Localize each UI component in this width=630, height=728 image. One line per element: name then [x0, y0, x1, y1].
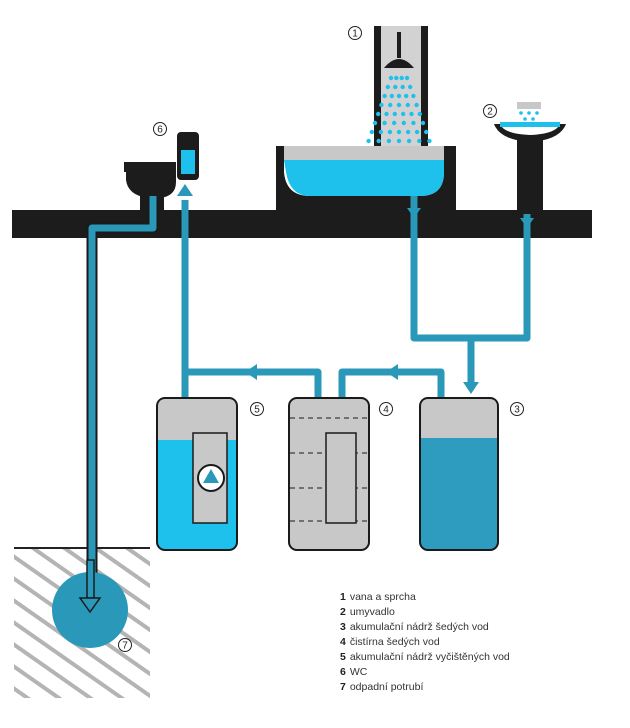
- water-drop: [392, 111, 397, 117]
- marker-7: 7: [118, 638, 132, 652]
- water-drop: [527, 111, 531, 115]
- marker-5: 5: [250, 402, 264, 416]
- water-drop: [378, 129, 384, 135]
- water-drop: [392, 120, 397, 126]
- water-drop: [401, 120, 406, 126]
- svg-text:5: 5: [254, 405, 260, 416]
- washbasin-icon: [494, 102, 566, 214]
- water-drop: [400, 84, 405, 90]
- water-drop: [399, 75, 404, 81]
- water-drop: [389, 93, 394, 99]
- water-drop: [417, 138, 422, 144]
- treatment-plant: [288, 397, 370, 551]
- wc-cistern: [177, 132, 199, 180]
- water-drop: [405, 129, 411, 135]
- water-drop: [411, 93, 416, 99]
- water-drop: [405, 102, 410, 108]
- water-drop: [396, 129, 402, 135]
- marker-2: 2: [483, 104, 497, 118]
- pipes: [86, 196, 531, 592]
- water-drop: [369, 129, 374, 135]
- water-drop: [411, 120, 416, 126]
- water-drop: [427, 138, 432, 144]
- water-drop: [396, 138, 402, 144]
- svg-text:2: 2: [487, 107, 493, 118]
- svg-text:4: 4: [383, 405, 389, 416]
- water-drop: [366, 138, 371, 144]
- number-markers: 1 2 3 4 5 6 7: [118, 26, 524, 652]
- shower-head-icon: [384, 32, 414, 68]
- water-drop: [376, 111, 381, 117]
- water-drop: [388, 102, 393, 108]
- water-drop: [519, 111, 523, 115]
- water-drop: [379, 102, 384, 108]
- sewer-icon: [52, 559, 128, 648]
- water-drop: [385, 84, 390, 90]
- water-drop: [404, 75, 410, 81]
- water-drop: [404, 93, 409, 99]
- marker-1: 1: [348, 26, 362, 40]
- marker-4: 4: [379, 402, 393, 416]
- marker-3: 3: [510, 402, 524, 416]
- water-drop: [408, 84, 413, 90]
- water-drop: [372, 120, 378, 126]
- svg-text:1: 1: [352, 29, 358, 40]
- water-drop: [387, 129, 393, 135]
- clean-water-tank: [156, 397, 238, 551]
- water-drop: [382, 93, 387, 99]
- water-drop: [409, 111, 414, 117]
- water-drop: [406, 138, 412, 144]
- water-drop: [384, 111, 389, 117]
- water-drop: [396, 93, 402, 99]
- water-drop: [523, 117, 527, 121]
- water-drop: [376, 138, 381, 144]
- flow-arrows: [177, 184, 534, 394]
- water-drop: [401, 111, 406, 117]
- water-drop: [414, 102, 419, 108]
- water-drop: [393, 84, 398, 90]
- svg-text:7: 7: [122, 641, 128, 652]
- bathtub-icon: [276, 146, 456, 214]
- svg-text:6: 6: [157, 125, 163, 136]
- water-drop: [386, 138, 392, 144]
- svg-text:3: 3: [514, 405, 520, 416]
- grey-water-tank: [419, 397, 499, 551]
- pump-icon: [197, 464, 225, 492]
- water-drop: [396, 102, 402, 108]
- water-drop: [531, 117, 535, 121]
- water-drop: [420, 120, 426, 126]
- marker-6: 6: [153, 122, 167, 136]
- water-drop: [417, 111, 422, 117]
- water-drop: [388, 75, 394, 81]
- water-drop: [424, 129, 429, 135]
- water-drop: [414, 129, 420, 135]
- water-drop: [394, 75, 399, 81]
- water-drop: [535, 111, 539, 115]
- water-drop: [382, 120, 387, 126]
